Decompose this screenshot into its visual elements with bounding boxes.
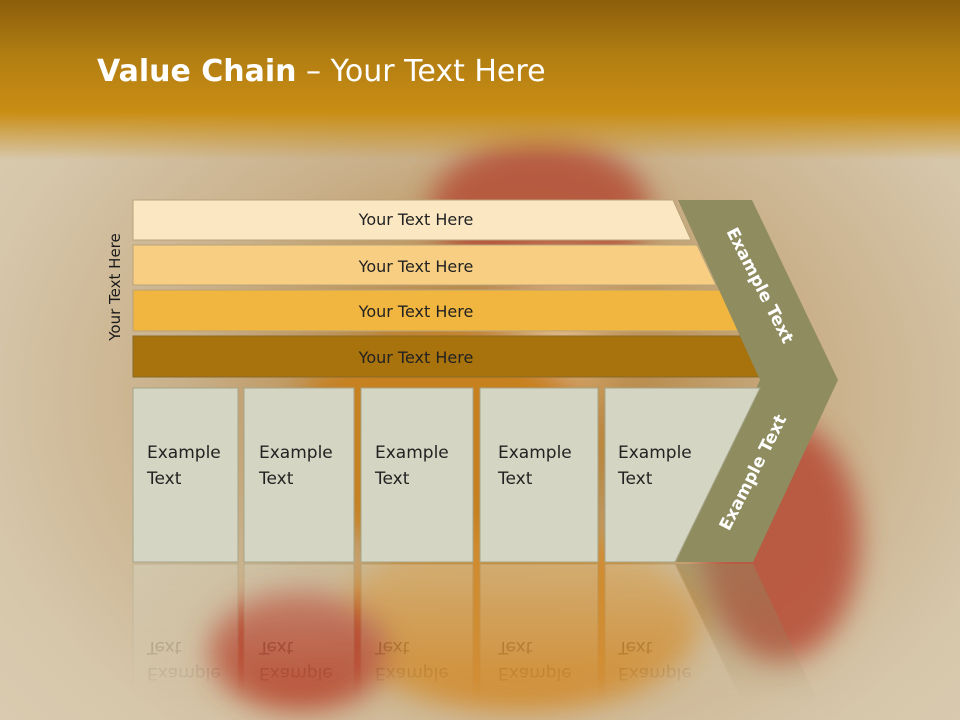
title-bold: Value Chain [97,54,297,89]
bar-1: Your Text Here [132,199,692,241]
box-5: Example Text [604,387,761,563]
box-3: Example Text [360,387,474,563]
svg-text:Text: Text [374,637,410,657]
bar-3: Your Text Here [132,289,741,332]
box-3-shape [360,387,474,563]
box-1-line1: Example [147,443,221,463]
box-4-line1: Example [498,443,572,463]
bar-2-shape [132,244,717,286]
svg-text:Example: Example [498,663,572,683]
box-2-shape [243,387,355,563]
bar-1-shape [132,199,692,241]
box-2-line1: Example [259,443,333,463]
svg-text:Example: Example [618,663,692,683]
bar-4-label: Your Text Here [358,348,474,367]
box-4-line2: Text [497,469,533,489]
box-5-line1: Example [618,443,692,463]
box-3-line2: Text [374,469,410,489]
box-2: Example Text [243,387,355,563]
box-3-line1: Example [375,443,449,463]
svg-text:Example: Example [259,663,333,683]
bar-2: Your Text Here [132,244,717,286]
box-4-shape [479,387,599,563]
box-1-line2: Text [146,469,182,489]
box-2-line2: Text [258,469,294,489]
title-rest: – Your Text Here [296,54,546,89]
bar-2-label: Your Text Here [358,257,474,276]
box-5-shape [604,387,761,563]
svg-text:Text: Text [617,637,653,657]
reflection: Example Text Example Text Example Text Exam… [132,563,828,720]
svg-text:Example: Example [147,663,221,683]
box-5-line2: Text [617,469,653,489]
svg-text:Text: Text [146,637,182,657]
bar-3-label: Your Text Here [358,302,474,321]
box-1: Example Text [132,387,239,563]
header-band [0,0,960,160]
chevron-shape [676,200,838,562]
bar-1-label: Your Text Here [358,210,474,229]
box-4: Example Text [479,387,599,563]
svg-text:Text: Text [497,637,533,657]
page-title: Value Chain – Your Text Here [97,54,546,89]
box-1-shape [132,387,239,563]
bar-4: Your Text Here [132,335,764,378]
svg-text:Example: Example [375,663,449,683]
svg-text:Text: Text [258,637,294,657]
